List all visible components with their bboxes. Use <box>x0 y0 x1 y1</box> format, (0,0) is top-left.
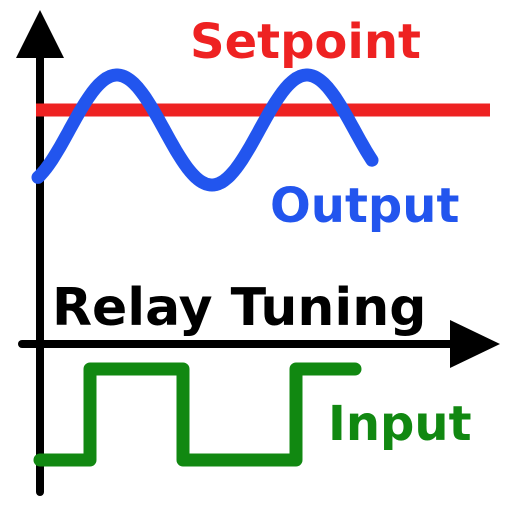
output-wave <box>31 68 379 192</box>
x-axis-arrowhead <box>450 320 500 368</box>
setpoint-label: Setpoint <box>190 14 421 70</box>
diagram-title: Relay Tuning <box>52 278 427 338</box>
output-label: Output <box>270 178 459 234</box>
input-label: Input <box>328 396 472 452</box>
input-square-wave <box>33 362 362 467</box>
y-axis-arrowhead <box>16 10 64 58</box>
